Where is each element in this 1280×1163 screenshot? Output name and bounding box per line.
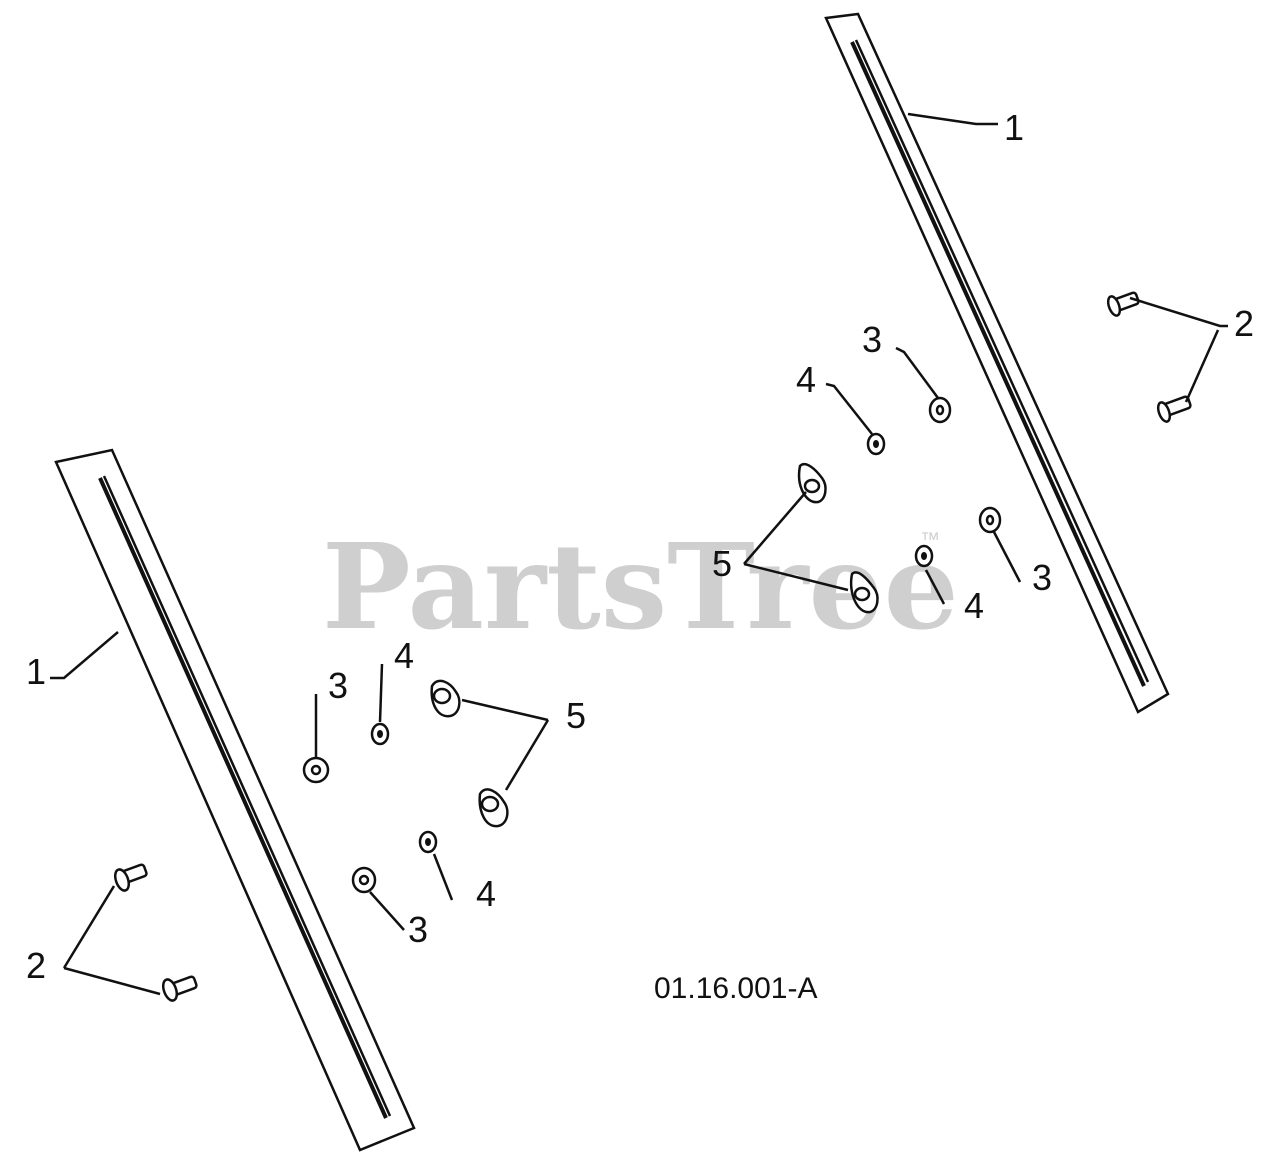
callouts: 1 2 3 4 5 3 4 1 3 4 5 4 3 2 xyxy=(26,107,1254,986)
washer-icon xyxy=(351,866,377,894)
washer-icon xyxy=(978,506,1002,534)
nut-icon xyxy=(914,544,934,568)
wing-nut-icon xyxy=(849,571,879,614)
bolts-left xyxy=(113,863,198,1002)
leader-lines xyxy=(50,112,1228,996)
callout-1: 1 xyxy=(1004,107,1024,148)
callout-4: 4 xyxy=(394,635,414,676)
rail-left-slot xyxy=(98,477,388,1119)
drawing-code: 01.16.001-A xyxy=(654,972,817,1005)
wing-nuts xyxy=(430,462,879,828)
washers xyxy=(302,396,1002,894)
wing-nut-icon xyxy=(478,788,509,828)
rail-right-slot xyxy=(850,41,1146,687)
callout-3: 3 xyxy=(862,319,882,360)
bolt-icon xyxy=(1106,291,1140,317)
bolts-right xyxy=(1106,291,1192,423)
washer-icon xyxy=(928,396,952,424)
rail-right xyxy=(824,12,1170,714)
bolt-icon xyxy=(161,975,198,1002)
wing-nut-icon xyxy=(430,679,461,718)
callout-3: 3 xyxy=(408,909,428,950)
washer-icon xyxy=(302,756,330,784)
callout-4: 4 xyxy=(476,873,496,914)
rail-left-body xyxy=(54,448,416,1152)
nut-icon xyxy=(866,432,886,456)
rail-left xyxy=(54,448,416,1152)
callout-3: 3 xyxy=(328,665,348,706)
callout-3: 3 xyxy=(1032,557,1052,598)
callout-5: 5 xyxy=(712,543,732,584)
nut-icon xyxy=(418,830,438,854)
callout-2: 2 xyxy=(26,945,46,986)
callout-2: 2 xyxy=(1234,303,1254,344)
nut-icon xyxy=(370,722,390,746)
callout-4: 4 xyxy=(796,359,816,400)
callout-1: 1 xyxy=(26,651,46,692)
callout-5: 5 xyxy=(566,695,586,736)
nuts xyxy=(370,432,934,854)
bolt-icon xyxy=(1156,395,1192,423)
bolt-icon xyxy=(113,863,148,892)
callout-4: 4 xyxy=(964,585,984,626)
